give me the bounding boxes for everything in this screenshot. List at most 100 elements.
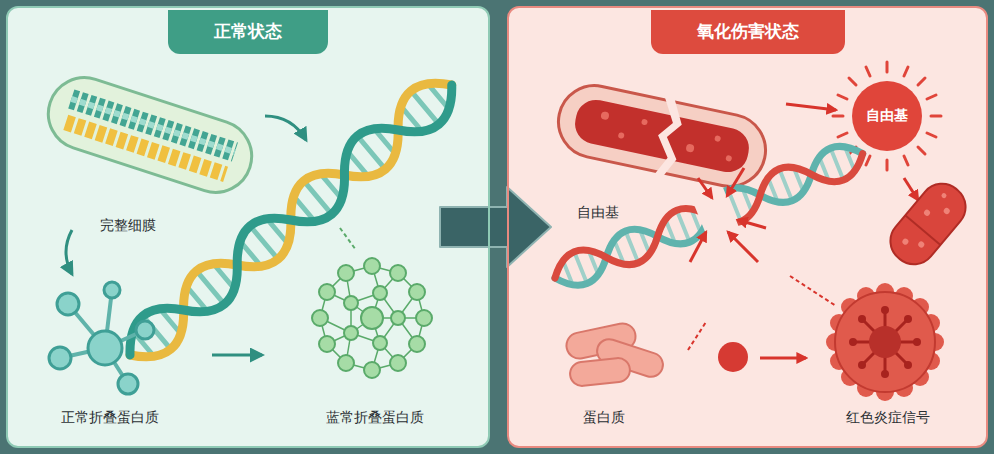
part-label: 蛋白质 [583,409,625,427]
dna-helix [549,138,870,294]
leader-line [790,276,836,306]
flow-arrow [265,116,306,140]
flow-arrow [904,178,918,200]
panel-heading: 正常状态 [168,10,328,54]
network-drawing [364,362,380,378]
part-label: 蓝常折叠蛋白质 [326,409,424,427]
network-drawing [373,336,387,350]
dna-helix [116,68,466,371]
leader-line [340,228,356,250]
inflamed-cell [904,315,912,323]
network-drawing [416,310,432,326]
panel-ground [7,7,987,447]
bacterium-drawing [923,209,931,217]
dna-helix [549,138,870,294]
molecule-drawing [49,282,154,394]
attack-arrows [727,168,744,196]
dna-helix [116,68,466,371]
network-drawing [361,307,383,329]
inflamed-cell [869,326,901,358]
molecule-drawing [49,347,71,369]
inflamed-cell [913,338,921,346]
network-drawing [390,355,406,371]
flow-arrow [66,230,72,274]
network-drawing [409,336,425,352]
bacterium-drawing [900,191,959,255]
membrane-drawing [66,122,226,174]
bacterium-drawing [940,192,947,199]
inflamed-cell [904,361,912,369]
network-drawing [312,258,432,378]
network-drawing [373,286,387,300]
membrane-drawing [618,132,625,139]
bacterium-drawing [917,240,925,248]
network-drawing [390,265,406,281]
bacterium-drawing [905,215,940,245]
attack-arrows [698,178,712,198]
molecule-drawing [136,321,154,339]
membrane-drawing [725,155,732,162]
membrane-drawing [551,75,773,197]
membrane-drawing [685,143,694,152]
inflamed-cell [858,315,866,323]
part-label: 自由基 [577,204,619,222]
inflamed-cell [849,306,921,378]
part-label: 完整细膜 [100,217,156,235]
network-drawing [364,258,380,274]
panel-ground [508,7,987,447]
network-drawing [312,310,328,326]
flow-arrow [212,354,262,357]
network-drawing [338,355,354,371]
node-text: 自由基 [866,107,908,125]
leader-line [688,322,706,350]
attack-arrows [690,168,766,262]
membrane-drawing [39,68,261,201]
network-drawing [320,266,424,370]
part-label: 正常折叠蛋白质 [61,409,159,427]
protein-drawing [569,357,631,387]
attack-arrows [690,232,706,262]
panel-heading: 氧化伤害状态 [651,10,845,54]
membrane-drawing [600,111,609,120]
inflamed-cell [849,338,857,346]
dna-helix [116,68,466,371]
attack-arrows [728,232,758,262]
part-label: 红色炎症信号 [846,409,930,427]
state-panel: 正常状态 [6,6,490,448]
molecule-drawing [104,282,120,298]
network-drawing [344,296,358,310]
attack-arrows [738,220,766,228]
membrane-drawing [714,135,721,142]
radical-dot [718,342,748,372]
network-drawing [312,258,432,378]
transition-arrow [440,187,551,267]
network-drawing [391,311,405,325]
membrane-drawing [641,119,648,126]
flow-arrow [786,104,836,110]
network-drawing [319,284,335,300]
inflamed-cell [881,370,889,378]
flow-arrow [760,357,806,360]
bacterium-drawing [881,175,974,274]
molecule-drawing [118,374,138,394]
inflamed-cell [835,292,935,392]
bacterium-drawing [943,207,951,215]
network-drawing [409,284,425,300]
bacterium-drawing [881,175,974,274]
dna-helix [549,138,870,294]
inflamed-cell [881,306,889,314]
panel-ground [7,7,489,447]
inflamed-cell [853,310,917,374]
network-drawing [344,326,358,340]
inflamed-cell [826,283,944,401]
inflamed-cell [858,361,866,369]
bacterium-drawing [901,237,909,245]
molecule-drawing [88,331,122,365]
dna-helix [549,138,870,294]
network-drawing [319,336,335,352]
state-panel: 氧化伤害状态自由基 [507,6,988,448]
molecule-drawing [57,293,79,315]
network-drawing [338,265,354,281]
radical-circle: 自由基 [852,81,922,151]
membrane-drawing [648,96,689,179]
